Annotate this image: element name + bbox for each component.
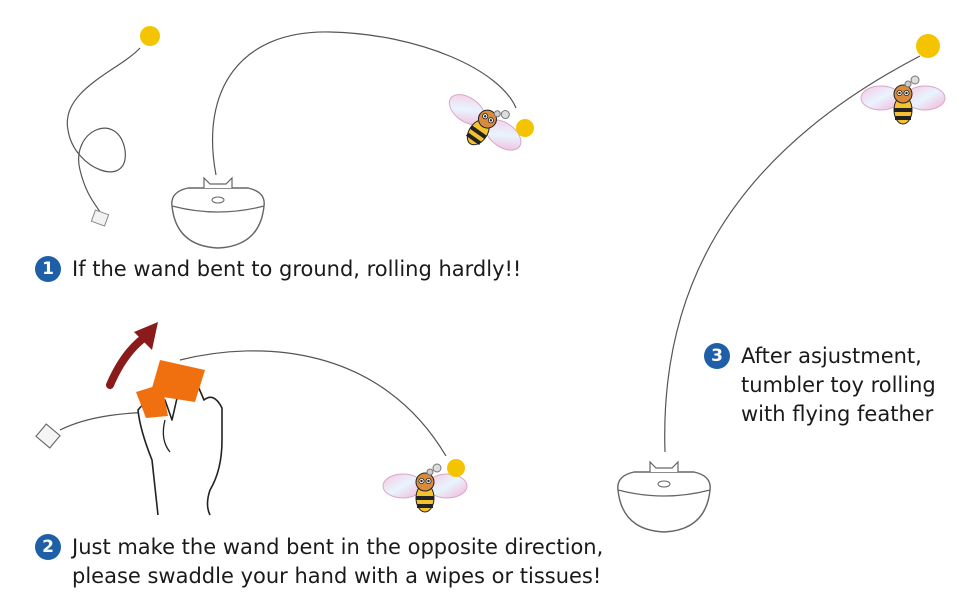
bent-wand bbox=[179, 350, 447, 457]
step-text: Just make the wand bent in the opposite … bbox=[72, 535, 604, 588]
yellow-ball-icon bbox=[447, 459, 465, 477]
yellow-ball-icon bbox=[916, 34, 940, 58]
step-text: If the wand bent to ground, rolling hard… bbox=[72, 257, 522, 281]
wand-clip-icon bbox=[90, 209, 110, 227]
curved-arrow-icon bbox=[106, 331, 152, 389]
tumbler-base-icon bbox=[617, 461, 711, 533]
step-text: After asjustment, tumbler toy rolling wi… bbox=[741, 344, 936, 426]
step-2: 2 Just make the wand bent in the opposit… bbox=[35, 533, 603, 591]
step-number-badge: 1 bbox=[35, 256, 61, 282]
wand-wire bbox=[66, 47, 141, 213]
bent-wand bbox=[212, 31, 517, 176]
step-1: 1 If the wand bent to ground, rolling ha… bbox=[35, 255, 521, 284]
step-number-badge: 3 bbox=[704, 343, 730, 369]
tissue-icon bbox=[136, 384, 168, 418]
step-number-badge: 2 bbox=[35, 534, 61, 560]
wand-clip-icon bbox=[35, 423, 61, 449]
tumbler-base-icon bbox=[171, 177, 265, 249]
upright-wand bbox=[664, 55, 921, 453]
tissue-icon bbox=[150, 360, 205, 402]
yellow-ball-icon bbox=[140, 26, 160, 46]
bee-toy-icon bbox=[860, 75, 946, 125]
step-3: 3 After asjustment, tumbler toy rolling … bbox=[704, 342, 936, 429]
yellow-ball-icon bbox=[516, 119, 534, 137]
